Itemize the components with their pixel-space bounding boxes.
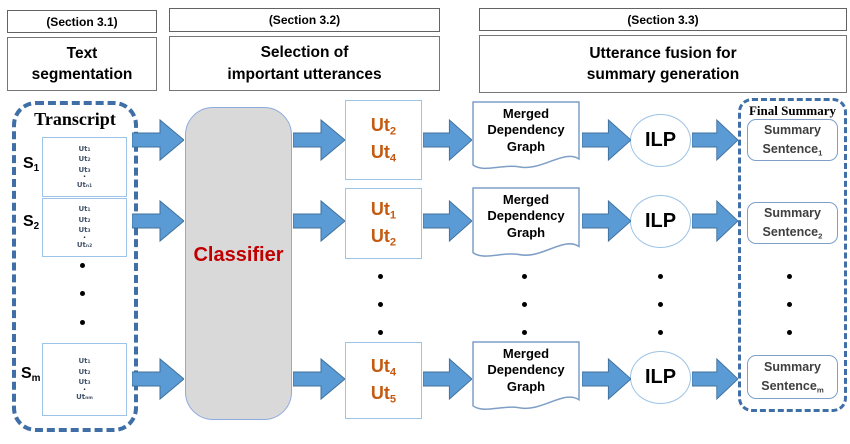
flow-arrow-icon — [423, 357, 472, 401]
section-3-1-title-line2: segmentation — [31, 66, 133, 83]
section-3-2-title-line1: Selection of — [260, 44, 349, 62]
section-3-2-tag: (Section 3.2) — [169, 8, 440, 32]
ellipsis-dot — [787, 302, 792, 307]
segment-label-s2: S2 — [23, 213, 40, 233]
segment-box-sm: Ut₁ Ut₂ Ut₃ · Utₙₘ — [42, 343, 127, 416]
flow-arrow-icon — [132, 357, 184, 401]
transcript-title: Transcript — [34, 109, 116, 129]
segment-box-s1: Ut₁ Ut₂ Ut₃ · Utₙ₁ — [42, 137, 127, 197]
flow-arrow-icon — [293, 199, 345, 243]
document-shape-icon — [472, 341, 580, 410]
classifier-box: Classifier — [185, 107, 292, 420]
ellipsis-dot — [80, 320, 85, 325]
flow-arrow-icon — [692, 118, 738, 162]
final-summary-panel: Final Summary Summary Sentence1 Summary … — [738, 98, 847, 412]
flow-arrow-icon — [293, 118, 345, 162]
flow-arrow-icon — [692, 199, 738, 243]
ellipsis-dot — [522, 330, 527, 335]
section-3-2-title: Selection of important utterances — [169, 36, 440, 91]
summary-sentence-box-m: Summary Sentencem — [747, 355, 838, 399]
classifier-label: Classifier — [193, 244, 284, 266]
summary-sentence-box-1: Summary Sentence1 — [747, 119, 838, 161]
ellipsis-dot — [378, 302, 383, 307]
section-3-1-tag: (Section 3.1) — [7, 10, 157, 33]
summary-sentence-box-2: Summary Sentence2 — [747, 202, 838, 244]
ellipsis-dot — [658, 330, 663, 335]
ellipsis-dot — [522, 302, 527, 307]
ellipsis-dot — [378, 330, 383, 335]
selected-utterances-box-m: Ut4 Ut5 — [345, 342, 422, 419]
merged-graph-doc-2: Merged Dependency Graph — [472, 187, 580, 267]
ellipsis-dot — [658, 274, 663, 279]
ellipsis-dot — [658, 302, 663, 307]
ilp-node-2: ILP — [630, 195, 691, 248]
ellipsis-dot — [80, 291, 85, 296]
ilp-node-1: ILP — [630, 114, 691, 167]
transcript-panel: Transcript S1 Ut₁ Ut₂ Ut₃ · Utₙ₁ S2 Ut₁ … — [12, 101, 138, 432]
section-3-3-title-line1: Utterance fusion for — [589, 44, 737, 62]
merged-graph-doc-m: Merged Dependency Graph — [472, 341, 580, 420]
flow-arrow-icon — [293, 357, 345, 401]
flow-arrow-icon — [582, 357, 631, 401]
section-3-3-title-line2: summary generation — [586, 66, 740, 83]
ellipsis-dot — [378, 274, 383, 279]
segment-label-sm: Sm — [21, 365, 41, 385]
section-3-3-title: Utterance fusion for summary generation — [479, 35, 847, 93]
document-shape-icon — [472, 101, 580, 170]
ilp-node-m: ILP — [630, 351, 691, 404]
segment-box-s2: Ut₁ Ut₂ Ut₃ · Utₙ₂ — [42, 198, 127, 257]
ellipsis-dot — [80, 263, 85, 268]
ellipsis-dot — [787, 330, 792, 335]
document-shape-icon — [472, 187, 580, 257]
section-3-2-title-line2: important utterances — [227, 65, 382, 83]
ellipsis-dot — [787, 274, 792, 279]
flow-arrow-icon — [582, 199, 631, 243]
section-3-1-title: Text segmentation — [7, 37, 157, 91]
ellipsis-dot — [522, 274, 527, 279]
final-summary-title: Final Summary — [748, 103, 837, 118]
flow-arrow-icon — [132, 199, 184, 243]
selected-utterances-box-2: Ut1 Ut2 — [345, 188, 422, 259]
segment-label-s1: S1 — [23, 155, 40, 175]
flow-arrow-icon — [692, 357, 738, 401]
section-3-1-title-line1: Text — [66, 44, 98, 62]
flow-arrow-icon — [582, 118, 631, 162]
flow-arrow-icon — [423, 199, 472, 243]
merged-graph-doc-1: Merged Dependency Graph — [472, 101, 580, 179]
flow-arrow-icon — [423, 118, 472, 162]
selected-utterances-box-1: Ut2 Ut4 — [345, 100, 422, 180]
section-3-3-tag: (Section 3.3) — [479, 8, 847, 31]
flow-arrow-icon — [132, 118, 184, 162]
